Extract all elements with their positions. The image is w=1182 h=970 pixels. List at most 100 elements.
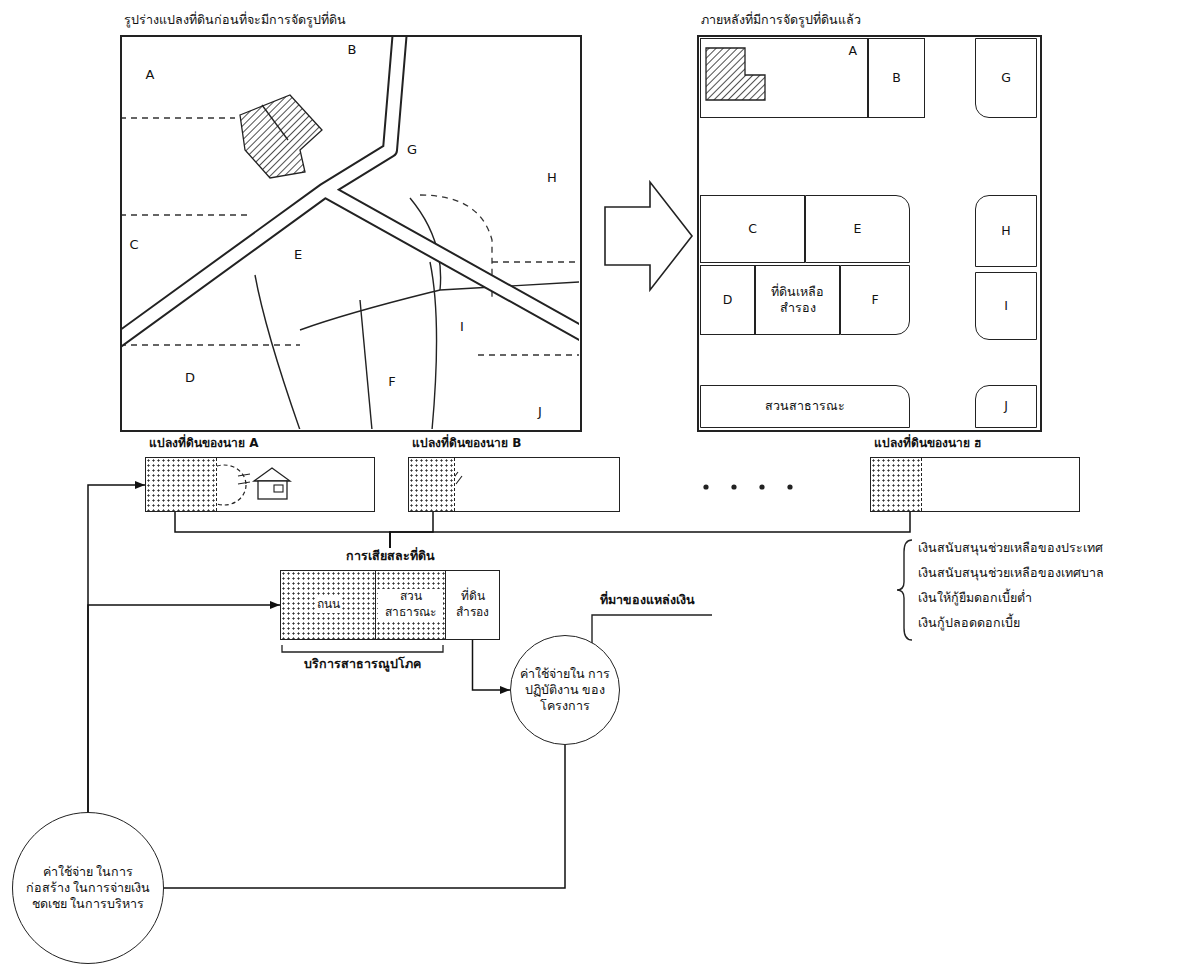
parcel-letter: H <box>547 170 557 186</box>
funding-item: เงินสนับสนุนช่วยเหลือของเทศบาล <box>918 565 1104 581</box>
heading-text: แปลงที่ดินของนาย ฮ <box>870 436 1080 452</box>
public-park-parcel: สวนสาธารณะ <box>700 385 910 428</box>
drawing-part <box>121 214 250 215</box>
old-parcel-map <box>121 36 579 429</box>
parcel-label: ถนน <box>315 597 342 613</box>
parcel-label: D <box>723 292 733 308</box>
connector <box>88 485 145 812</box>
land-parcel: D <box>700 265 755 335</box>
park-share: สวนสาธารณะ <box>375 570 446 640</box>
parcel-outline <box>408 457 620 512</box>
parcel-label: F <box>871 292 878 308</box>
land-parcel: C <box>700 195 805 263</box>
land-parcel: E <box>805 195 910 263</box>
funding-item: เงินกู้ปลอดดอกเบี้ย <box>918 615 1020 631</box>
map-frame: รูปร่างแปลงที่ดินก่อนที่จะมีการจัดรูปที่… <box>118 12 582 432</box>
funding-item: เงินสนับสนุนช่วยเหลือของประเทศ <box>918 540 1103 556</box>
roof-ridge <box>262 105 288 140</box>
ellipsis-dots <box>703 484 792 489</box>
owner-parcel: แปลงที่ดินของนาย ฮ <box>870 436 1080 512</box>
road <box>121 36 579 346</box>
parcel-letter: D <box>185 370 195 386</box>
reserve-land-parcel: ที่ดินเหลือสำรอง <box>755 265 840 335</box>
heading-text: การเสียสละที่ดิน <box>280 548 500 564</box>
parcel-letter: F <box>388 374 395 390</box>
parcel-outline <box>145 457 375 512</box>
connector <box>390 512 910 548</box>
parcel-label: E <box>854 221 862 237</box>
parcel-letter: J <box>538 404 542 420</box>
drawing-part <box>360 300 372 429</box>
parcel-label: J <box>1004 398 1008 414</box>
funding-item: เงินให้กู้ยืมดอกเบี้ยต่ำ <box>918 590 1032 606</box>
parcel-label: สวนสาธารณะ <box>378 589 443 620</box>
contributed-strip <box>871 458 922 511</box>
house-window <box>274 485 283 492</box>
parcel-label: B <box>892 70 901 86</box>
drawing-part <box>300 290 440 330</box>
parcel-letter: A <box>146 67 155 83</box>
parcel-label: ที่ดินเหลือสำรอง <box>759 284 836 317</box>
owner-parcel: แปลงที่ดินของนาย B <box>408 436 620 512</box>
parcel-letter: G <box>407 142 417 158</box>
parcel-letter: B <box>348 42 357 58</box>
land-parcel: F <box>840 265 910 335</box>
contributed-strip <box>146 458 217 511</box>
drawing-part <box>121 36 579 346</box>
parcel-label: C <box>748 221 757 237</box>
drawing-part <box>731 484 736 489</box>
land-parcel: I <box>975 272 1037 340</box>
connector <box>164 745 565 888</box>
house-icon <box>258 481 287 499</box>
cost-text: ค่าใช้จ่ายใน การปฏิบัติงาน ของโครงการ <box>519 666 611 715</box>
parcel-outline <box>870 457 1080 512</box>
transform-arrow <box>605 182 692 290</box>
parcel-letter: C <box>129 237 138 253</box>
parcel-label: H <box>1001 223 1010 239</box>
house-icon <box>254 468 290 481</box>
drawing-part <box>121 117 235 118</box>
project-cost-circle: ค่าใช้จ่ายใน การปฏิบัติงาน ของโครงการ <box>510 635 620 745</box>
land-parcel: G <box>975 38 1037 118</box>
construction-cost-circle: ค่าใช้จ่าย ในการก่อสร้าง ในการจ่ายเงินชด… <box>12 812 164 964</box>
drawing-part <box>478 354 579 355</box>
land-contribution-box: การเสียสละที่ดินถนน สวนสาธารณะที่ดินสำรอง <box>280 548 500 640</box>
heading-text: แปลงที่ดินของนาย A <box>145 436 375 452</box>
drawing-part <box>492 261 579 262</box>
parcel-label: A <box>848 43 857 59</box>
parcel-label: ที่ดินสำรอง <box>448 589 497 620</box>
house-roof <box>240 95 322 178</box>
connector <box>175 512 390 548</box>
drawing-part <box>703 484 708 489</box>
cost-text: ค่าใช้จ่าย ในการก่อสร้าง ในการจ่ายเงินชด… <box>21 864 155 913</box>
heading-text: แปลงที่ดินของนาย B <box>408 436 620 452</box>
heading-text: ภายหลังที่มีการจัดรูปที่ดินแล้ว <box>695 12 1042 28</box>
connector <box>473 640 511 690</box>
drawing-part <box>759 484 764 489</box>
land-parcel: B <box>868 38 925 118</box>
services-label: บริการสาธารณูปโภค <box>304 656 421 672</box>
parcel-label: สวนสาธารณะ <box>765 398 845 414</box>
funding-brace <box>897 540 912 640</box>
funding-line <box>592 615 712 643</box>
tick-mark <box>238 474 250 484</box>
land-parcel: A <box>700 38 868 118</box>
house-roof <box>706 48 765 100</box>
owner-parcel: แปลงที่ดินของนาย A <box>145 436 375 512</box>
drawing-part <box>787 484 792 489</box>
road-share: ถนน <box>280 570 376 640</box>
parcel-label: G <box>1001 70 1011 86</box>
drawing-part <box>255 275 300 429</box>
land-parcel: H <box>975 195 1037 267</box>
reserve-share: ที่ดินสำรอง <box>445 570 500 640</box>
heading-text: รูปร่างแปลงที่ดินก่อนที่จะมีการจัดรูปที่… <box>118 12 582 28</box>
connector <box>390 512 433 548</box>
drawing-part <box>430 262 437 429</box>
connector <box>88 605 280 812</box>
parcel-label: I <box>1004 298 1008 314</box>
contributed-strip <box>409 458 455 511</box>
land-parcel: J <box>975 385 1037 428</box>
map-frame: ภายหลังที่มีการจัดรูปที่ดินแล้ว A B G C E H D ที… <box>695 12 1042 432</box>
